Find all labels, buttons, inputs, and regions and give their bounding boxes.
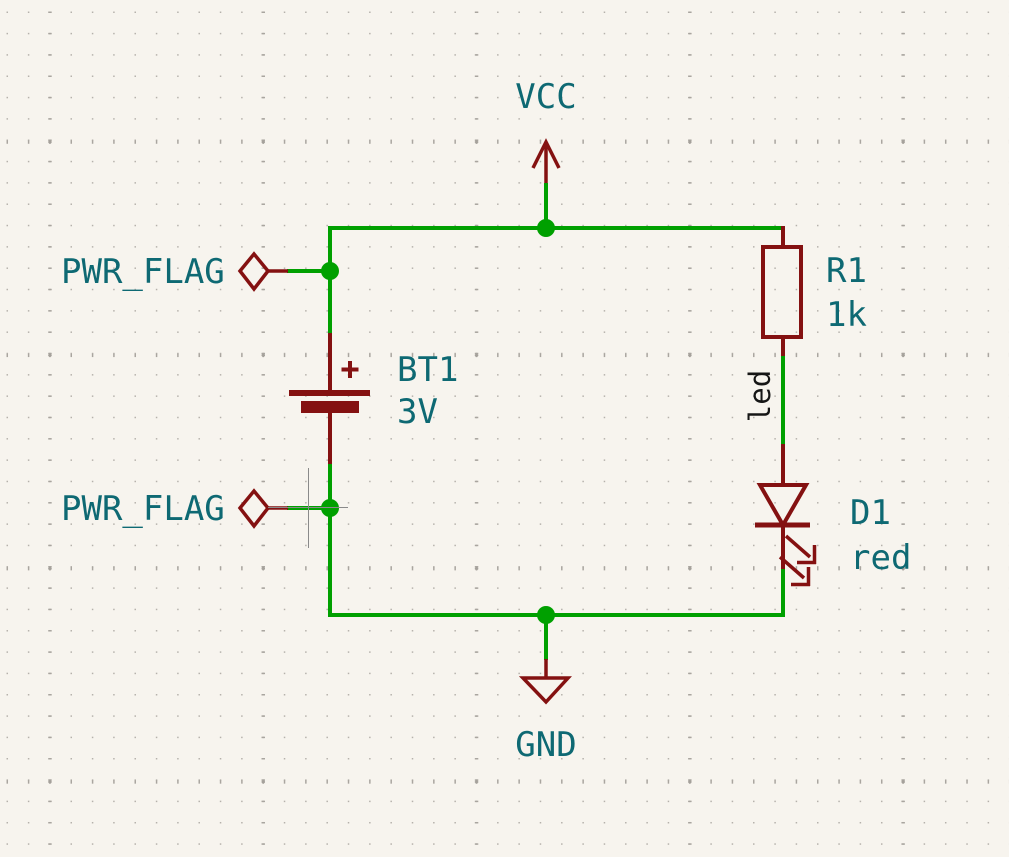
cursor-crosshair [268, 468, 348, 548]
gnd-triangle-icon [518, 676, 572, 705]
pwr-flag-top-symbol[interactable]: PWR_FLAG [61, 251, 288, 292]
junction-dot-gnd[interactable] [537, 606, 555, 624]
junction-dot-vcc[interactable] [537, 219, 555, 237]
pwr-flag-bottom-label[interactable]: PWR_FLAG [61, 489, 225, 529]
led-symbol[interactable]: D1 red [755, 444, 911, 587]
wires [287, 183, 785, 660]
resistor-symbol[interactable]: R1 1k [761, 226, 867, 356]
pwr-flag-diamond-icon [237, 251, 271, 292]
battery-ref-label[interactable]: BT1 [397, 350, 458, 390]
net-label-led[interactable]: led [743, 370, 777, 422]
led-emission-arrows-icon [778, 534, 817, 587]
resistor-body [761, 245, 803, 339]
gnd-power-symbol[interactable]: GND [515, 659, 577, 765]
vcc-power-symbol[interactable]: VCC [515, 77, 577, 183]
wire-vcc-rail[interactable] [328, 226, 783, 334]
led-triangle [756, 483, 810, 530]
resistor-ref-label[interactable]: R1 [826, 251, 867, 291]
battery-value-label[interactable]: 3V [397, 392, 438, 432]
resistor-value-label[interactable]: 1k [826, 295, 867, 335]
pwr-flag-bottom-symbol[interactable]: PWR_FLAG [61, 488, 288, 529]
junction-dot-pwr-flag-top[interactable] [321, 262, 339, 280]
vcc-arrow-icon [531, 138, 561, 169]
battery-symbol[interactable]: BT1 3V [289, 333, 458, 464]
gnd-label[interactable]: GND [515, 725, 576, 765]
led-ref-label[interactable]: D1 [850, 493, 891, 533]
led-value-label[interactable]: red [850, 538, 911, 578]
pwr-flag-top-label[interactable]: PWR_FLAG [61, 252, 225, 292]
battery-plate-negative [301, 401, 359, 413]
battery-plus-icon [341, 361, 359, 378]
vcc-label[interactable]: VCC [515, 77, 576, 117]
pwr-flag-diamond-icon [237, 488, 271, 529]
wire-gnd-rail[interactable] [328, 462, 785, 617]
